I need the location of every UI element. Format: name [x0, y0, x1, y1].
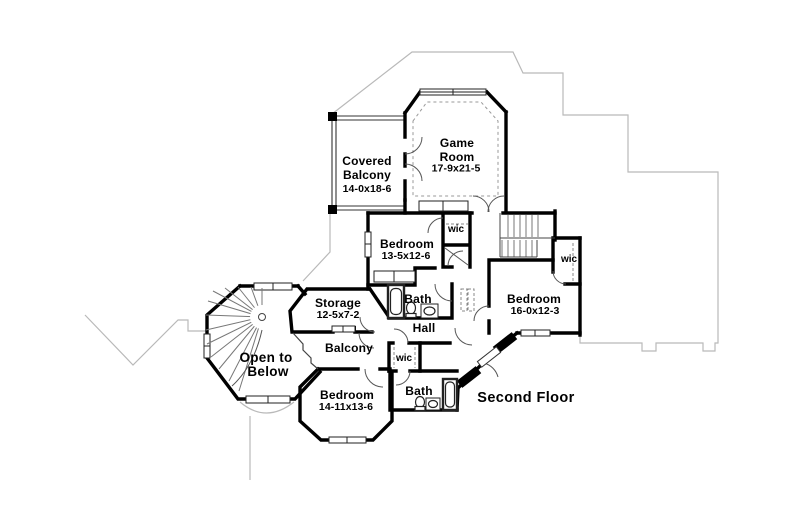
- railings: [292, 332, 319, 370]
- bedroom16-label: Bedroom: [507, 292, 561, 306]
- covered-balcony-structure: [331, 115, 405, 211]
- balcony-label: Balcony: [325, 341, 373, 355]
- game-room-label-1: Game: [440, 136, 474, 150]
- open-to-below-label-2: Below: [247, 364, 288, 379]
- bath-fixtures: [386, 283, 459, 412]
- game-room-dims: 17-9x21-5: [432, 163, 481, 175]
- curved-staircase: [205, 286, 274, 392]
- storage-label: Storage: [315, 296, 361, 310]
- wic-lower-label: wic: [395, 353, 413, 364]
- bedroom13-dims: 13-5x12-6: [382, 250, 431, 262]
- main-staircase: [499, 213, 555, 258]
- closet-dashed-details: [393, 223, 574, 368]
- game-room-tray-ceiling: [412, 101, 499, 197]
- entry-diagonal: [456, 332, 518, 388]
- room-labels: Covered Balcony 14-0x18-6 Game Room 17-9…: [239, 136, 577, 413]
- covered-balcony-label-2: Balcony: [343, 168, 391, 182]
- wic-right-label: wic: [560, 254, 578, 265]
- exterior-walls: [204, 89, 582, 442]
- bedroom16-dims: 16-0x12-3: [511, 305, 560, 317]
- floor-title: Second Floor: [477, 390, 574, 406]
- roof-outline: [84, 51, 719, 480]
- balcony-posts: [328, 112, 337, 214]
- door-swings: [358, 136, 567, 388]
- game-room-label-2: Room: [440, 150, 475, 164]
- open-to-below-label-1: Open to: [239, 350, 292, 365]
- closet-shelf-lines: [444, 247, 469, 266]
- wic-top-label: wic: [447, 224, 465, 235]
- bedroom14-dims: 14-11x13-6: [319, 401, 373, 413]
- windows: [203, 88, 551, 444]
- hall-label: Hall: [413, 321, 436, 335]
- covered-balcony-label-1: Covered: [342, 154, 391, 168]
- bath-upper-label: Bath: [404, 292, 431, 306]
- bedroom14-label: Bedroom: [320, 388, 374, 402]
- covered-balcony-dims: 14-0x18-6: [343, 183, 392, 195]
- storage-dims: 12-5x7-2: [317, 309, 360, 321]
- bedroom13-label: Bedroom: [380, 237, 434, 251]
- bath-lower-label: Bath: [405, 384, 432, 398]
